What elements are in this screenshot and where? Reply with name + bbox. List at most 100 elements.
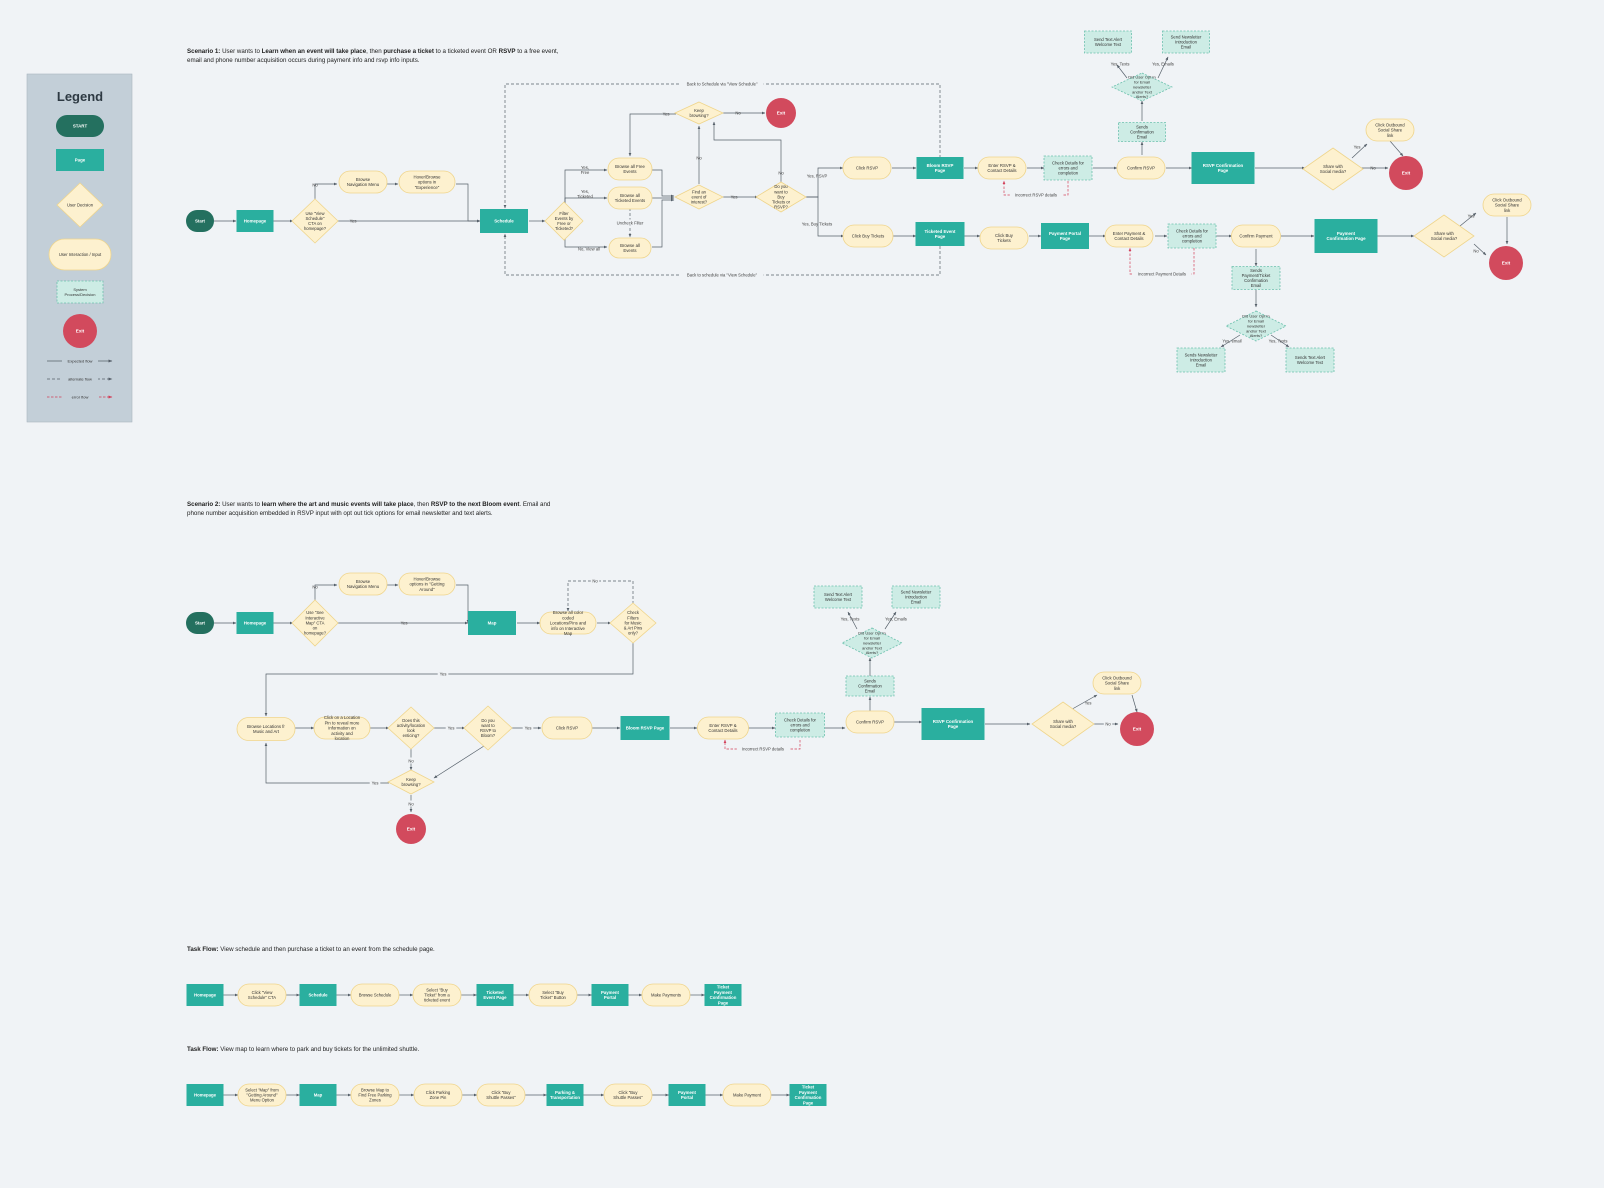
start-node: Start [186, 210, 214, 232]
svg-text:Yes, Emails: Yes, Emails [1152, 61, 1174, 66]
edge-label: No [1370, 165, 1376, 170]
flow-connector [456, 584, 470, 624]
legend-page: Page [56, 149, 104, 171]
task-flow-1-heading: Task Flow: View schedule and then purcha… [187, 946, 435, 953]
edge-label: No [406, 800, 416, 807]
flow-connector [847, 611, 858, 630]
flow-connector [805, 166, 844, 198]
edge-label: Incorrect RSVP details [736, 745, 790, 752]
flow-connector [264, 642, 634, 717]
flow-connector [566, 580, 634, 612]
svg-text:Confirm RSVP: Confirm RSVP [1127, 166, 1155, 171]
svg-text:Yes, RSVP: Yes, RSVP [807, 173, 828, 178]
svg-text:No: No [408, 758, 414, 763]
svg-text:Yes: Yes [525, 725, 532, 730]
edge-label: Yes [522, 724, 534, 731]
svg-text:Yes,Free: Yes,Free [581, 165, 590, 175]
edge-label: Yes,Ticketed [577, 189, 593, 199]
flow-connector [1128, 247, 1195, 275]
flow-connector [456, 183, 481, 223]
svg-text:Incorrect RSVP details: Incorrect RSVP details [1015, 192, 1057, 197]
edge-label: Yes [731, 194, 738, 199]
exit-1: Exit [1389, 156, 1423, 190]
click-rsvp-2: Click RSVP [541, 716, 593, 740]
start-node-2: Start [186, 612, 214, 634]
confirm-rsvp-2: Confirm RSVP [845, 710, 895, 734]
edge-label: Back to Schedule via "View Schedule" [680, 80, 764, 87]
svg-text:Homepage: Homepage [244, 219, 267, 224]
svg-text:Yes: Yes [401, 620, 408, 625]
legend-interaction: User Interaction / Input [48, 238, 112, 271]
flow-connector [1131, 694, 1138, 713]
legend-title: Legend [57, 89, 103, 104]
scenario1-heading: Scenario 1: User wants to Learn when an … [187, 48, 559, 64]
flow-connector [264, 742, 389, 784]
edge-label: No [1473, 248, 1479, 253]
flow-connector [503, 83, 941, 209]
svg-text:Yes, Texts: Yes, Texts [841, 616, 860, 621]
task-flow-1-step-1: Homepage [186, 984, 224, 1006]
edge-label: Yes,Free [581, 165, 590, 175]
svg-text:User Interaction / Input: User Interaction / Input [59, 252, 102, 257]
svg-text:No: No [408, 801, 414, 806]
enter-payment-details: Enter Payment &Contact Details [1104, 224, 1154, 248]
task-flow-2-step-7: Parking &Transportation [546, 1084, 584, 1106]
edge-label: No [696, 155, 702, 160]
homepage-page-2: Homepage [236, 612, 274, 634]
exit-bottom-2: Exit [396, 814, 426, 844]
scenario2-heading: Scenario 2: User wants to learn where th… [187, 501, 551, 517]
edge-label: No [1103, 720, 1113, 727]
svg-text:Expected flow: Expected flow [68, 358, 93, 363]
svg-text:Map: Map [488, 621, 497, 626]
edge-label: Back to schedule via "View Schedule" [680, 271, 764, 278]
svg-text:Homepage: Homepage [194, 993, 217, 998]
click-buy-tickets: Click Buy Tickets [842, 224, 894, 248]
flow-connector [628, 113, 676, 157]
svg-text:Click Buy Tickets: Click Buy Tickets [852, 234, 884, 239]
task-flow-2-heading: Task Flow: View map to learn where to pa… [187, 1046, 420, 1053]
svg-text:Exit: Exit [1502, 261, 1511, 266]
edge-label: Yes, Texts [1269, 338, 1288, 343]
legend-decision: User Decision [56, 182, 104, 228]
